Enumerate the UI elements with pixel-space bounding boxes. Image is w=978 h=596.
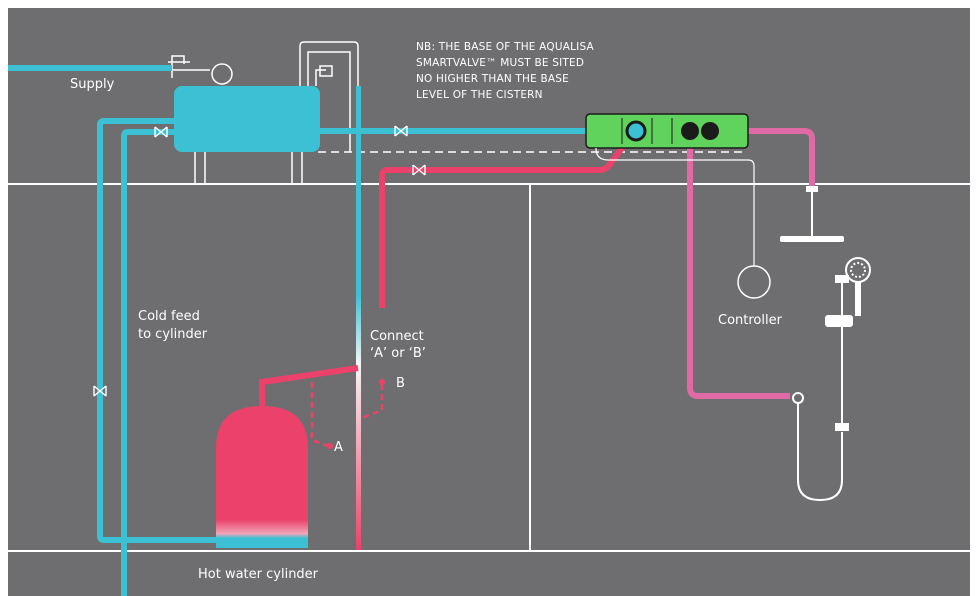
note-line-3: NO HIGHER THAN THE BASE [416,73,569,85]
note-line-1: NB: THE BASE OF THE AQUALISA [416,41,594,53]
cylinder-hot-outlet-pipe [259,365,359,410]
outlet-to-ceiling-shower-pipe [712,128,815,186]
supply-label: Supply [70,77,115,92]
float-ball-icon [211,63,233,85]
point-b-marker [379,379,385,385]
adjustable-handset-shower-icon [792,257,871,502]
hot-water-cylinder-icon [216,406,308,548]
ceiling-shower-head-icon [780,186,844,242]
cold-feed-label-2: to cylinder [138,327,208,342]
point-a-label: A [334,440,343,455]
connect-label-2: ‘A’ or ‘B’ [370,346,426,361]
point-b-label: B [396,376,405,391]
point-a-marker [327,443,333,449]
note-line-2: SMARTVALVE™ MUST BE SITED [416,57,584,69]
connection-option-b [361,384,384,420]
vent-pipe [356,86,361,550]
cold-feed-pipe-left [97,118,222,543]
cold-water-cistern-icon [174,86,320,152]
cistern-fittings [168,41,359,184]
smartvalve-unit-icon [585,113,749,149]
cold-feed-pipe-right [121,129,174,596]
outlet-to-handset-shower-pipe [687,131,790,399]
hot-supply-to-valve-pipe [379,130,637,308]
cylinder-label: Hot water cylinder [198,567,319,582]
controller-label: Controller [718,313,783,328]
connect-label-1: Connect [370,329,424,344]
controller-cable [595,147,755,266]
note-line-4: LEVEL OF THE CISTERN [416,89,543,101]
cold-feed-label-1: Cold feed [138,309,200,324]
controller-icon[interactable] [737,265,771,299]
